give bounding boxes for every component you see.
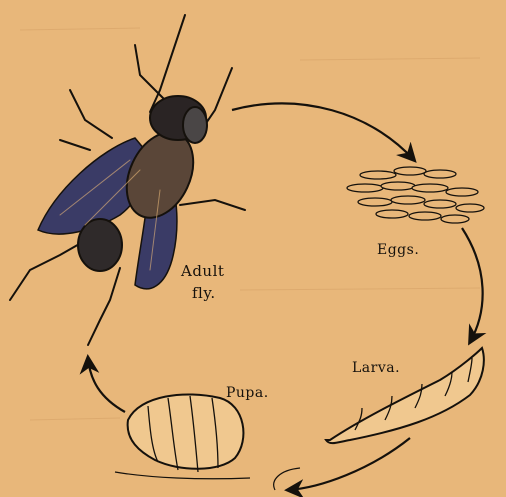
arrow-pupa-to-fly [88,358,125,412]
label-pupa: Pupa. [226,385,269,402]
arrow-fly-to-eggs [232,103,414,160]
label-larva: Larva. [352,360,400,377]
label-eggs: Eggs. [377,242,419,259]
arrow-eggs-to-larva [462,228,483,342]
pupa-drawing [115,394,250,478]
arrow-larva-to-pupa [288,438,410,490]
label-fly: fly. [192,285,216,302]
label-adult: Adult [181,263,224,280]
eggs-drawing [347,167,484,223]
